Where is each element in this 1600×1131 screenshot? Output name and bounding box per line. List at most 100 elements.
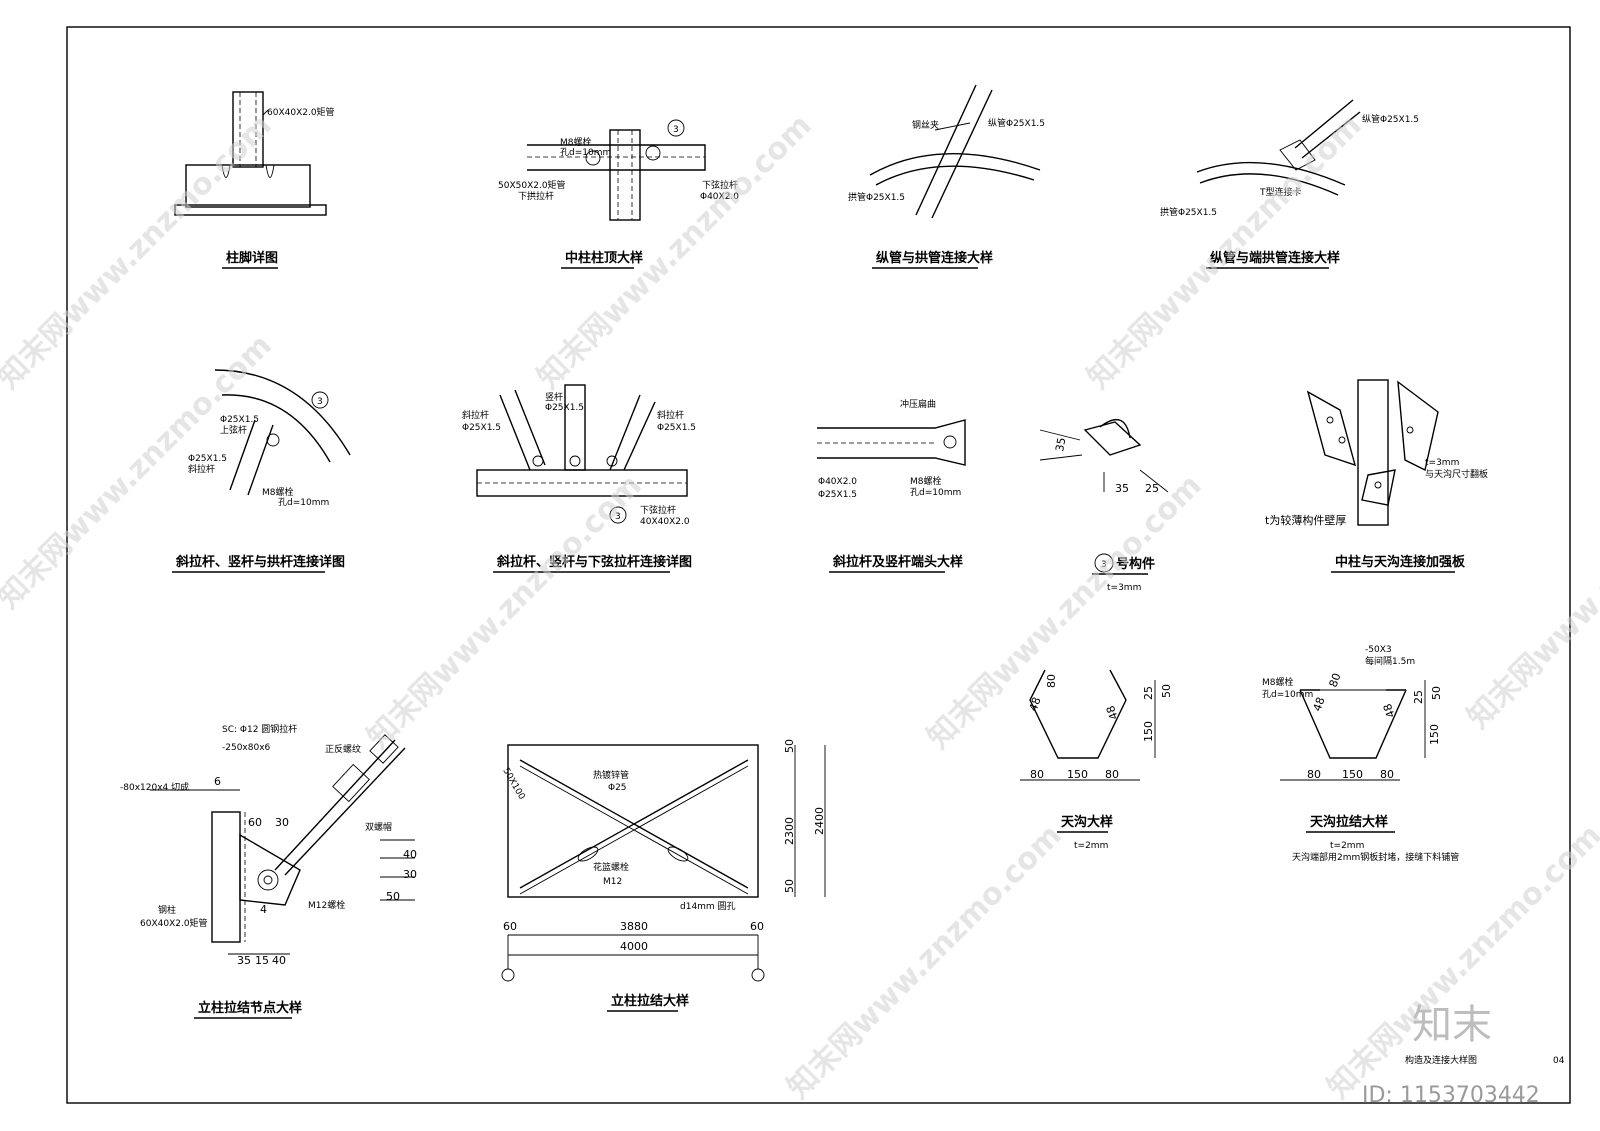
title-rod-end: 斜拉杆及竖杆端头大样 — [832, 554, 963, 570]
svg-text:35: 35 — [1115, 482, 1129, 495]
svg-text:Φ25X1.5: Φ25X1.5 — [657, 423, 696, 433]
detail-long-arch-pipe: 钢丝夹 纵管Φ25X1.5 拱管Φ25X1.5 纵管与拱管连接大样 — [848, 84, 1045, 269]
svg-text:拱管Φ25X1.5: 拱管Φ25X1.5 — [1160, 206, 1217, 218]
svg-text:30: 30 — [275, 816, 289, 829]
svg-text:SC: Φ12 圆钢拉杆: SC: Φ12 圆钢拉杆 — [222, 723, 297, 735]
svg-text:斜拉杆: 斜拉杆 — [462, 409, 489, 421]
detail-gutter-tie: -50X3 每间隔1.5m M8螺栓 孔d=10mm 80 48 48 50 2… — [1262, 645, 1459, 863]
svg-text:钢柱: 钢柱 — [158, 904, 176, 916]
title-diagonal-bottom-chord: 斜拉杆、竖杆与下弦拉杆连接详图 — [496, 554, 692, 570]
svg-text:40: 40 — [272, 954, 286, 967]
svg-text:3: 3 — [673, 125, 679, 135]
svg-text:下拱拉杆: 下拱拉杆 — [518, 190, 554, 202]
svg-text:150: 150 — [1342, 768, 1363, 781]
svg-text:3: 3 — [1101, 560, 1107, 570]
svg-text:Φ25X1.5: Φ25X1.5 — [220, 415, 259, 425]
svg-text:孔d=10mm: 孔d=10mm — [1262, 689, 1313, 700]
svg-text:Φ25X1.5: Φ25X1.5 — [818, 490, 857, 500]
svg-text:4: 4 — [260, 903, 267, 916]
svg-text:斜拉杆: 斜拉杆 — [188, 463, 215, 475]
svg-text:48: 48 — [1027, 695, 1044, 713]
svg-text:60: 60 — [248, 816, 262, 829]
detail-column-tie-elevation: 热镀锌管 Φ25 花篮螺栓 M12 d14mm 圆孔 50X100 50 230… — [500, 739, 826, 1012]
title-gutter: 天沟大样 — [1061, 814, 1113, 830]
svg-text:Φ40X2.0: Φ40X2.0 — [700, 192, 739, 202]
svg-text:与天沟尺寸翻板: 与天沟尺寸翻板 — [1425, 468, 1488, 480]
svg-text:纵管Φ25X1.5: 纵管Φ25X1.5 — [988, 117, 1045, 129]
svg-text:每间隔1.5m: 每间隔1.5m — [1365, 655, 1415, 667]
svg-text:60: 60 — [750, 920, 764, 933]
svg-text:80: 80 — [1030, 768, 1044, 781]
svg-text:纵管Φ25X1.5: 纵管Φ25X1.5 — [1362, 113, 1419, 125]
svg-text:孔d=10mm: 孔d=10mm — [560, 147, 611, 158]
svg-text:d14mm 圆孔: d14mm 圆孔 — [680, 901, 736, 912]
svg-text:Φ40X2.0: Φ40X2.0 — [818, 477, 857, 487]
svg-text:50: 50 — [386, 890, 400, 903]
svg-text:30: 30 — [403, 868, 417, 881]
svg-text:t=3mm: t=3mm — [1107, 583, 1141, 593]
svg-text:M12: M12 — [603, 877, 622, 887]
svg-text:拱管Φ25X1.5: 拱管Φ25X1.5 — [848, 191, 905, 203]
detail-rod-end: 冲压扁曲 Φ40X2.0 Φ25X1.5 M8螺栓 孔d=10mm 斜拉杆及竖杆… — [817, 398, 966, 573]
svg-text:-250x80x6: -250x80x6 — [222, 743, 271, 753]
svg-text:M12螺栓: M12螺栓 — [308, 899, 345, 911]
title-long-arch-pipe: 纵管与拱管连接大样 — [876, 250, 993, 266]
svg-text:M8螺栓: M8螺栓 — [1262, 676, 1294, 688]
svg-text:t=2mm: t=2mm — [1074, 841, 1108, 851]
svg-text:2300: 2300 — [783, 817, 796, 845]
label-rect-tube: 60X40X2.0矩管 — [267, 106, 335, 118]
svg-text:3: 3 — [317, 397, 323, 407]
svg-text:T型连接卡: T型连接卡 — [1259, 186, 1302, 198]
svg-text:斜拉杆: 斜拉杆 — [657, 409, 684, 421]
detail-diagonal-arch: 3 Φ25X1.5 上弦杆 Φ25X1.5 斜拉杆 M8螺栓 孔d=10mm 斜… — [172, 369, 351, 573]
svg-text:t=3mm: t=3mm — [1425, 458, 1459, 468]
svg-text:竖杆: 竖杆 — [545, 391, 563, 403]
svg-text:下弦拉杆: 下弦拉杆 — [640, 504, 676, 516]
svg-text:150: 150 — [1067, 768, 1088, 781]
svg-text:25: 25 — [1412, 690, 1425, 704]
svg-text:48: 48 — [1104, 704, 1121, 722]
svg-text:上弦杆: 上弦杆 — [220, 424, 247, 436]
svg-text:t=2mm: t=2mm — [1330, 841, 1364, 851]
svg-text:4000: 4000 — [620, 940, 648, 953]
svg-text:50: 50 — [783, 739, 796, 753]
svg-text:60: 60 — [503, 920, 517, 933]
title-reinforcing-plate: 中柱与天沟连接加强板 — [1335, 554, 1466, 570]
svg-text:15: 15 — [255, 954, 269, 967]
svg-text:钢丝夹: 钢丝夹 — [912, 119, 939, 131]
detail-reinforcing-plate: t=3mm 与天沟尺寸翻板 t为较薄构件壁厚 中柱与天沟连接加强板 — [1265, 379, 1488, 573]
svg-text:双螺帽: 双螺帽 — [365, 821, 392, 833]
svg-text:热镀锌管: 热镀锌管 — [593, 769, 629, 781]
svg-text:孔d=10mm: 孔d=10mm — [910, 487, 961, 498]
svg-text:50X100: 50X100 — [500, 767, 526, 802]
svg-text:6: 6 — [214, 775, 221, 788]
watermark-id: ID: 1153703442 — [1362, 1083, 1540, 1108]
svg-text:下弦拉杆: 下弦拉杆 — [702, 179, 738, 191]
svg-text:50: 50 — [783, 879, 796, 893]
svg-text:Φ25X1.5: Φ25X1.5 — [188, 454, 227, 464]
svg-text:冲压扁曲: 冲压扁曲 — [900, 398, 936, 410]
svg-text:天沟端部用2mm钢板封堵，接缝下料铺管: 天沟端部用2mm钢板封堵，接缝下料铺管 — [1292, 851, 1459, 863]
svg-text:知末网www.znzmo.com: 知末网www.znzmo.com — [1461, 448, 1600, 736]
detail-middle-column-top: 3 M8螺栓 孔d=10mm 50X50X2.0矩管 下拱拉杆 下弦拉杆 Φ40… — [498, 119, 739, 269]
title-long-end-arch: 纵管与端拱管连接大样 — [1210, 250, 1340, 266]
svg-text:孔d=10mm: 孔d=10mm — [278, 497, 329, 508]
detail-component-3: 35 35 25 3 号构件 t=3mm — [1039, 418, 1169, 593]
watermark-brand: 知末 — [1412, 1002, 1492, 1048]
svg-text:50X50X2.0矩管: 50X50X2.0矩管 — [498, 179, 566, 191]
svg-text:80: 80 — [1105, 768, 1119, 781]
svg-text:知末网www.znzmo.com: 知末网www.znzmo.com — [921, 468, 1209, 756]
title-diagonal-arch: 斜拉杆、竖杆与拱杆连接详图 — [175, 554, 345, 570]
svg-text:3: 3 — [615, 512, 621, 522]
svg-text:Φ25X1.5: Φ25X1.5 — [462, 423, 501, 433]
svg-text:60X40X2.0矩管: 60X40X2.0矩管 — [140, 917, 208, 929]
svg-text:40: 40 — [403, 848, 417, 861]
svg-text:知末网www.znzmo.com: 知末网www.znzmo.com — [361, 468, 649, 756]
svg-text:80: 80 — [1327, 671, 1344, 689]
svg-text:40X40X2.0: 40X40X2.0 — [640, 517, 690, 527]
title-middle-column-top: 中柱柱顶大样 — [565, 250, 643, 266]
svg-text:Φ25: Φ25 — [608, 783, 627, 793]
title-column-base: 柱脚详图 — [226, 250, 278, 266]
svg-text:48: 48 — [1311, 695, 1328, 713]
